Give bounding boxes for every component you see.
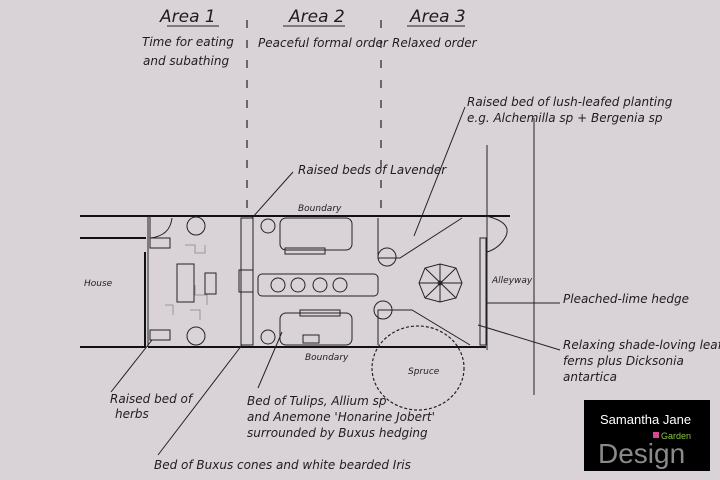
- brand-logo: Samantha Jane Garden Design: [584, 400, 710, 471]
- tulip-bed-top: [279, 217, 353, 251]
- patio-area: [149, 216, 254, 346]
- annotation-ferns: Relaxing shade-loving leafy ferns plus D…: [477, 324, 720, 384]
- svg-text:Relaxed order: Relaxed order: [392, 36, 478, 50]
- bench: [204, 272, 217, 295]
- svg-text:Raised beds of Lavender: Raised beds of Lavender: [298, 163, 447, 177]
- area-2-heading: Area 2 Peaceful formal order: [258, 7, 389, 50]
- relaxed-area: [373, 217, 487, 346]
- annotation-lavender: Raised beds of Lavender: [251, 163, 447, 219]
- shrub: [186, 326, 206, 346]
- raised-herb-bed-bottom: [149, 329, 171, 341]
- lush-raised-bed: [377, 217, 463, 259]
- svg-text:Pleached-lime hedge: Pleached-lime hedge: [563, 292, 689, 306]
- tulip-bed-bottom: [279, 312, 353, 346]
- raised-herb-bed-top: [149, 237, 171, 249]
- annotation-tulips: Bed of Tulips, Allium sp and Anemone 'Ho…: [247, 331, 435, 440]
- svg-text:Area 3: Area 3: [409, 7, 466, 27]
- area-1-heading: Area 1 Time for eating and subathing: [142, 7, 234, 68]
- annotation-buxus: Bed of Buxus cones and white bearded Iri…: [154, 344, 411, 472]
- area-3-heading: Area 3 Relaxed order: [392, 7, 478, 50]
- svg-text:Time for eating: Time for eating: [142, 35, 234, 49]
- logo-square-icon: [653, 432, 659, 438]
- svg-text:antartica: antartica: [563, 370, 617, 384]
- svg-text:Samantha Jane: Samantha Jane: [600, 412, 691, 427]
- house: House: [80, 237, 146, 348]
- svg-text:and subathing: and subathing: [143, 54, 229, 68]
- boundary-label-bottom: Boundary: [305, 353, 349, 363]
- svg-text:House: House: [84, 279, 113, 289]
- buxus-cone-bed: [257, 273, 379, 297]
- spruce-tree: Spruce: [371, 325, 465, 411]
- garden-plot: [80, 215, 510, 348]
- svg-text:Raised bed of lush-leafed plan: Raised bed of lush-leafed planting: [467, 95, 673, 109]
- svg-text:Peaceful formal order: Peaceful formal order: [258, 36, 389, 50]
- svg-text:ferns plus Dicksonia: ferns plus Dicksonia: [563, 354, 684, 368]
- svg-text:Bed of Tulips, Allium sp: Bed of Tulips, Allium sp: [247, 394, 387, 408]
- boundary-label-top: Boundary: [298, 204, 342, 214]
- annotation-herbs: Raised bed of herbs: [110, 339, 194, 421]
- svg-text:Relaxing shade-loving leafy: Relaxing shade-loving leafy: [563, 338, 720, 352]
- annotation-hedge: Pleached-lime hedge: [486, 292, 689, 306]
- alleyway-label: Alleyway: [491, 276, 533, 286]
- lavender-bed: [238, 269, 254, 293]
- shrub: [186, 216, 206, 236]
- svg-text:e.g. Alchemilla sp + Bergenia: e.g. Alchemilla sp + Bergenia sp: [467, 111, 663, 125]
- svg-text:Bed of Buxus cones and white b: Bed of Buxus cones and white bearded Iri…: [154, 458, 411, 472]
- dining-table: [176, 263, 195, 303]
- fern-bed: [377, 309, 471, 346]
- svg-text:Area 1: Area 1: [159, 7, 216, 27]
- pleached-lime-hedge: [479, 237, 487, 346]
- lavender-bed-strip: [240, 217, 254, 346]
- svg-text:and Anemone 'Honarine Jobert': and Anemone 'Honarine Jobert': [247, 410, 435, 424]
- formal-beds: [257, 217, 379, 346]
- svg-text:Garden: Garden: [661, 431, 691, 441]
- svg-text:Design: Design: [598, 438, 685, 469]
- svg-text:Spruce: Spruce: [408, 367, 440, 377]
- svg-text:surrounded by Buxus hedging: surrounded by Buxus hedging: [247, 426, 428, 440]
- stepping-stones: [165, 244, 208, 320]
- svg-text:herbs: herbs: [115, 407, 149, 421]
- annotation-lush-bed: Raised bed of lush-leafed planting e.g. …: [413, 95, 673, 237]
- svg-text:Raised bed of: Raised bed of: [110, 392, 194, 406]
- svg-text:Area 2: Area 2: [288, 7, 345, 27]
